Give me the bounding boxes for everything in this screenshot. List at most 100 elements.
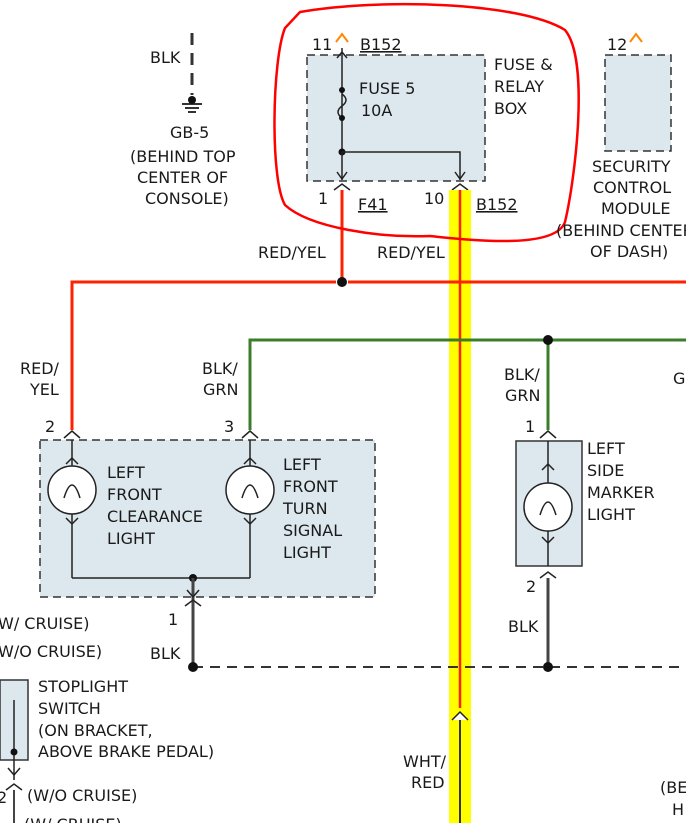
stoplight-arrow bbox=[7, 767, 21, 777]
pin-turn-label: 3 bbox=[224, 417, 234, 436]
fuse-5-symbol bbox=[337, 93, 347, 119]
g-partial-label: G bbox=[673, 369, 685, 388]
turn-label-3: TURN bbox=[282, 499, 328, 518]
clearance-label-1: LEFT bbox=[107, 463, 145, 482]
pin-2-connector bbox=[63, 430, 81, 439]
wht-red-line-1: WHT/ bbox=[403, 752, 447, 771]
blk-bottom-left-label: BLK bbox=[150, 644, 181, 663]
blk-grn-splice bbox=[543, 335, 553, 345]
red-yel-bus-wire bbox=[70, 280, 686, 430]
pin-10-connector bbox=[451, 183, 469, 191]
wht-red-line-2: RED bbox=[411, 773, 445, 792]
clearance-label-3: CLEARANCE bbox=[107, 507, 203, 526]
security-line-5: OF DASH) bbox=[590, 242, 668, 261]
ground-location-line-1: (BEHIND TOP bbox=[130, 147, 236, 166]
clearance-light-bulb bbox=[47, 465, 97, 515]
turn-signal-filament bbox=[241, 484, 259, 499]
fuse-dot-top bbox=[339, 87, 345, 93]
cruise-without-bottom-note: (W/O CRUISE) bbox=[27, 786, 137, 805]
highlight-circle bbox=[273, 2, 580, 243]
fuse-pin-in-label: 11 bbox=[312, 35, 332, 54]
turn-signal-bulb bbox=[225, 465, 275, 515]
wht-red-connector bbox=[451, 710, 469, 721]
ground-junction-dot bbox=[188, 96, 196, 104]
side-pin-bottom-label: 2 bbox=[526, 577, 536, 596]
side-label-3: MARKER bbox=[587, 483, 655, 502]
security-pin-label: 12 bbox=[607, 35, 627, 54]
stoplight-contact bbox=[10, 748, 18, 756]
red-yel-drop-line-2: YEL bbox=[29, 380, 59, 399]
side-label-4: LIGHT bbox=[587, 505, 635, 524]
pin-1-arrow bbox=[336, 171, 348, 181]
cruise-with-note: W/ CRUISE) bbox=[0, 614, 90, 633]
turn-arrow-top bbox=[243, 456, 257, 465]
connector-f41-label: F41 bbox=[358, 195, 388, 214]
side-label-1: LEFT bbox=[587, 439, 625, 458]
ground-id-label: GB-5 bbox=[170, 123, 209, 142]
edge-partial-h: H bbox=[672, 800, 684, 819]
fuse-box-title-3: BOX bbox=[494, 99, 527, 118]
stoplight-label-2: SWITCH bbox=[38, 699, 101, 718]
pin-1-ground-arrow bbox=[186, 589, 200, 599]
turn-arrow-bottom bbox=[243, 517, 257, 526]
pin-12-connector bbox=[629, 32, 643, 43]
blk-grn-mid-line-1: BLK/ bbox=[202, 359, 238, 378]
red-yel-right-label: RED/YEL bbox=[377, 243, 445, 262]
clearance-label-4: LIGHT bbox=[107, 529, 155, 548]
security-line-2: CONTROL bbox=[593, 178, 671, 197]
blk-grn-right-line-1: BLK/ bbox=[504, 365, 540, 384]
fuse-pin-10-label: 10 bbox=[424, 189, 444, 208]
stoplight-label-1: STOPLIGHT bbox=[38, 677, 128, 696]
front-light-assembly-box bbox=[39, 439, 376, 598]
blk-grn-bus-wire bbox=[248, 338, 686, 430]
fuse-box-title-1: FUSE & bbox=[494, 55, 553, 74]
side-pin-1-connector bbox=[539, 430, 557, 439]
fuse-connector-top-label: B152 bbox=[360, 35, 402, 54]
fuse-rating-label: 10A bbox=[361, 101, 392, 120]
blk-grn-mid-line-2: GRN bbox=[203, 380, 238, 399]
side-marker-bulb bbox=[523, 482, 573, 532]
side-marker-filament bbox=[539, 501, 557, 516]
turn-label-2: FRONT bbox=[283, 477, 338, 496]
side-arrow-top bbox=[541, 462, 555, 471]
pin-clearance-label: 2 bbox=[45, 417, 55, 436]
pin-10-arrow bbox=[454, 171, 466, 181]
clearance-label-2: FRONT bbox=[107, 485, 162, 504]
cruise-with-bottom-note: (W/ CRUISE) bbox=[24, 815, 122, 823]
ground-splice-right bbox=[543, 662, 553, 672]
clearance-filament bbox=[63, 484, 81, 499]
fuse-name-label: FUSE 5 bbox=[359, 79, 415, 98]
stoplight-label-4: ABOVE BRAKE PEDAL) bbox=[38, 742, 214, 761]
fuse-box-title-2: RELAY bbox=[494, 77, 544, 96]
side-label-2: SIDE bbox=[587, 461, 624, 480]
fuse-connector-bottom-label: B152 bbox=[476, 195, 518, 214]
pin-1-connector bbox=[333, 183, 351, 191]
pin-11-connector bbox=[335, 32, 349, 43]
security-line-1: SECURITY bbox=[592, 157, 671, 176]
security-control-module-box bbox=[604, 54, 672, 152]
stoplight-pin-label: 2 bbox=[0, 788, 7, 807]
fuse-relay-box bbox=[306, 54, 486, 182]
cruise-without-note: W/O CRUISE) bbox=[0, 642, 102, 661]
blk-grn-right-line-2: GRN bbox=[505, 386, 540, 405]
clearance-arrow-bottom bbox=[65, 517, 79, 526]
ground-location-line-2: CENTER OF bbox=[137, 168, 228, 187]
security-line-4: (BEHIND CENTER bbox=[556, 221, 686, 240]
fuse-pin-1-label: 1 bbox=[318, 189, 328, 208]
ground-wire-color-label: BLK bbox=[150, 48, 181, 67]
fuse-in-arrow bbox=[336, 50, 348, 59]
fuse-dot-bottom bbox=[339, 115, 345, 121]
security-line-3: MODULE bbox=[601, 199, 670, 218]
pin-3-connector bbox=[241, 430, 259, 439]
stoplight-pin-connector bbox=[5, 783, 23, 791]
blk-bottom-right-label: BLK bbox=[508, 617, 539, 636]
clearance-arrow-top bbox=[65, 456, 79, 465]
red-yel-splice bbox=[337, 277, 347, 287]
ground-splice-left bbox=[188, 662, 198, 672]
pin-ground-label: 1 bbox=[168, 610, 178, 629]
turn-label-1: LEFT bbox=[283, 455, 321, 474]
red-yel-left-label: RED/YEL bbox=[258, 243, 326, 262]
edge-partial-be: (BE bbox=[660, 778, 686, 797]
